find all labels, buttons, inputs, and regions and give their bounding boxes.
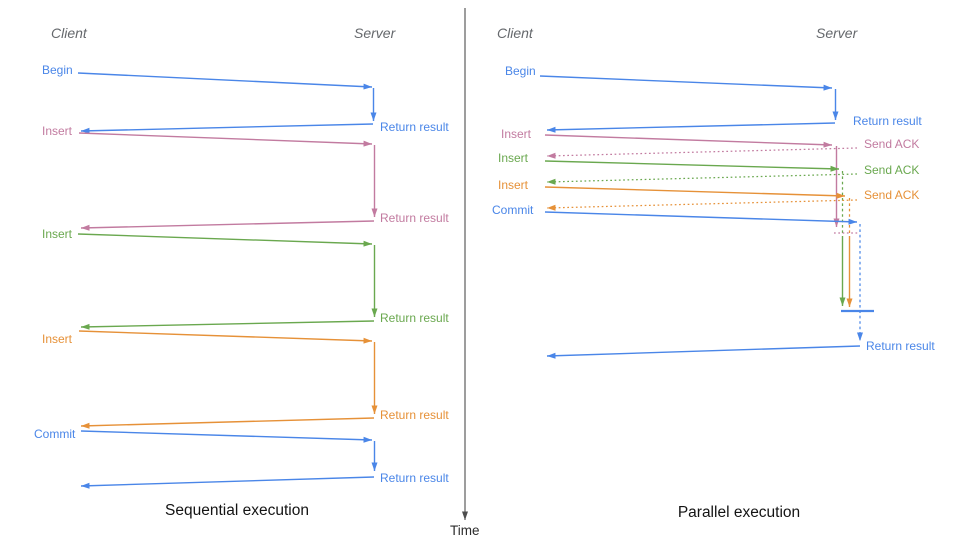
seq-insert1-return-label: Return result xyxy=(380,211,449,225)
par-insert2-request xyxy=(544,160,840,172)
seq-commit-return-label: Return result xyxy=(380,471,449,485)
par-insert3-label: Insert xyxy=(498,178,529,192)
par-insert2-label: Insert xyxy=(498,151,529,165)
par-commit-return-label: Return result xyxy=(866,339,935,353)
seq-begin-return-label: Return result xyxy=(380,120,449,134)
seq-insert1-request xyxy=(78,132,373,147)
seq-begin-label: Begin xyxy=(42,63,73,77)
seq-commit-request xyxy=(80,430,373,443)
seq-insert2-return-label: Return result xyxy=(380,311,449,325)
par-insert2-ack xyxy=(546,173,858,185)
seq-commit-return xyxy=(80,476,375,489)
sequential-server-heading: Server xyxy=(354,25,396,41)
par-begin-request xyxy=(539,75,833,91)
par-commit-label: Commit xyxy=(492,203,534,217)
seq-insert3-label: Insert xyxy=(42,332,73,346)
seq-insert3-return-label: Return result xyxy=(380,408,449,422)
par-commit-return xyxy=(546,345,861,359)
seq-insert1-label: Insert xyxy=(42,124,73,138)
seq-begin-request xyxy=(77,72,373,90)
par-insert1-request xyxy=(544,134,833,148)
par-insert1-label: Insert xyxy=(501,127,532,141)
par-insert1-ack-label: Send ACK xyxy=(864,137,920,151)
par-insert3-request xyxy=(544,186,846,199)
par-commit-request xyxy=(544,211,858,225)
time-axis-label: Time xyxy=(450,523,480,538)
par-begin-return-label: Return result xyxy=(853,114,922,128)
sequential-client-heading: Client xyxy=(51,25,87,41)
par-insert3-ack-label: Send ACK xyxy=(864,188,920,202)
parallel-panel-title: Parallel execution xyxy=(677,504,801,521)
seq-insert3-return xyxy=(80,417,375,429)
seq-insert3-request xyxy=(78,330,373,344)
seq-insert2-label: Insert xyxy=(42,227,73,241)
sequential-panel-title: Sequential execution xyxy=(165,502,309,519)
parallel-server-heading: Server xyxy=(816,25,858,41)
seq-insert1-return xyxy=(80,220,375,231)
seq-commit-label: Commit xyxy=(34,427,76,441)
par-insert3-ack xyxy=(546,199,858,211)
seq-insert2-request xyxy=(77,233,373,247)
parallel-client-heading: Client xyxy=(497,25,533,41)
par-begin-label: Begin xyxy=(505,64,536,78)
par-insert1-ack xyxy=(546,147,858,159)
seq-insert2-return xyxy=(80,320,375,330)
seq-begin-return xyxy=(80,123,374,134)
par-begin-return xyxy=(546,122,836,133)
par-insert2-ack-label: Send ACK xyxy=(864,163,920,177)
